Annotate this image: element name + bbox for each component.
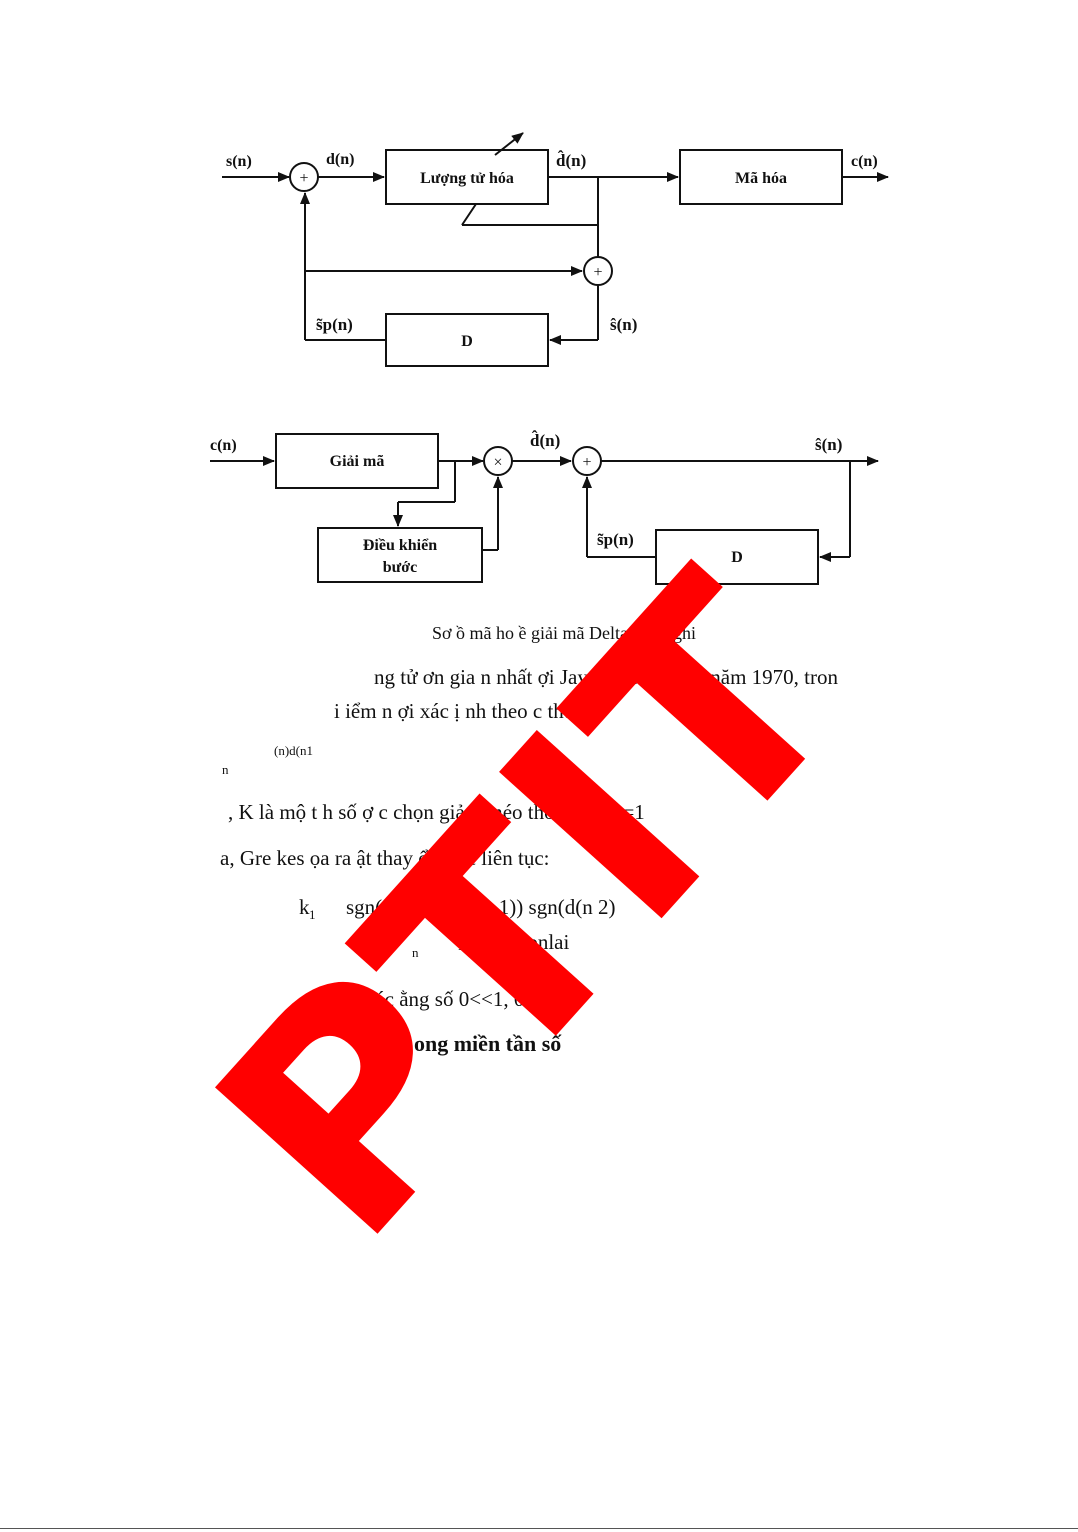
decoder-label: Giải mã <box>330 453 385 470</box>
decoder-input-label: c(n) <box>210 437 237 454</box>
decoder-dhat-label: d̂(n) <box>530 431 560 450</box>
decoder-sp-label: s̃p(n) <box>597 530 634 549</box>
equation-2-line3-rest: conlai <box>518 930 570 954</box>
encoder-input-label: s(n) <box>226 153 252 170</box>
paragraph-3: , K là mộ t h số ợ c chọn giảm méo thỏa … <box>228 800 645 824</box>
equation-2-line3-k-sub: 2 <box>470 944 477 959</box>
encoder-output-label: c(n) <box>851 153 878 170</box>
encoder-sum-symbol: + <box>299 170 308 187</box>
encoder-d-label: d(n) <box>326 151 354 168</box>
equation-2-line1-k: k <box>299 895 310 919</box>
equation-1: n (n)d(n1 <box>152 740 412 780</box>
section-heading: ong miền tần số <box>414 1031 562 1056</box>
decoder-sum-symbol: + <box>582 454 591 471</box>
encoder-delay-label: D <box>461 333 473 350</box>
decoder-mult-symbol: × <box>493 454 502 471</box>
decoder-shat-label: ŝ(n) <box>815 435 842 454</box>
step-control-label-line1: Điều khiển <box>363 537 437 554</box>
paragraph-2: i iểm n ợi xác ị nh theo c thức: <box>334 699 591 723</box>
equation-1-subscript: n <box>222 762 229 777</box>
equation-2-line1-rest: sgn(d(n)) sgn(d(n 1)) sgn(d(n 2) <box>346 895 616 919</box>
equation-2-line3-k: k <box>458 931 469 955</box>
decoder-delay-label: D <box>731 549 743 566</box>
encoder-shat-label: ŝ(n) <box>610 315 637 334</box>
encoder-diagram: + + s(n) d(n) Lượng tử hóa d̂(n) Mã hóa … <box>222 132 889 367</box>
equation-2: k 1 sgn(d(n)) sgn(d(n 1)) sgn(d(n 2) n k… <box>206 890 766 970</box>
page-bottom-rule <box>0 1528 1078 1529</box>
paragraph-4: a, Gre kes ọa ra ật thay ổi bớ c liên tụ… <box>220 846 550 870</box>
equation-2-line3-mid: n <box>412 945 419 960</box>
equation-1-superscript: (n)d(n1 <box>274 743 313 758</box>
step-control-block <box>317 527 483 583</box>
decoder-diagram: c(n) Giải mã × + d̂(n) ŝ(n) Điều khiển b… <box>210 431 879 585</box>
encoder-dhat-label: d̂(n) <box>556 151 586 170</box>
paragraph-1: ng tử ơn gia n nhất ợi Jayant ề xuất vào… <box>374 665 838 689</box>
figure-caption: Sơ ồ mã ho ề giải mã Delta thích ghi <box>432 623 696 643</box>
equation-2-line1-k-sub: 1 <box>309 907 316 922</box>
paragraph-5-text: các ằng số 0<<1, 0<k2<< <box>366 987 581 1011</box>
quantizer-label: Lượng tử hóa <box>420 170 514 187</box>
encoder-sp-label: s̃p(n) <box>316 315 353 334</box>
encoder-reconstruct-sum-symbol: + <box>593 264 602 281</box>
step-control-label-line2: bước <box>383 559 417 576</box>
paragraph-5: các ằng số 0<<1, 0<k2<< <box>250 987 750 1017</box>
coder-label: Mã hóa <box>735 170 787 187</box>
